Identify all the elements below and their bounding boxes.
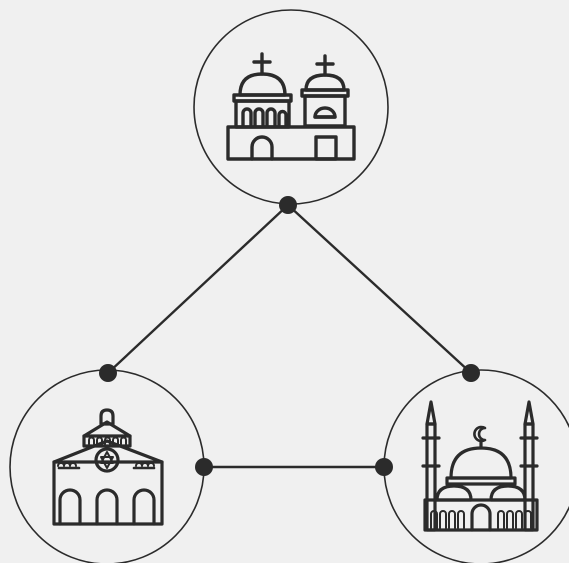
connector-dot xyxy=(99,364,117,382)
connector-dot xyxy=(462,364,480,382)
edge-church-mosque xyxy=(287,204,472,374)
church-icon xyxy=(226,52,356,161)
node-circles xyxy=(9,9,569,563)
church-node xyxy=(193,9,389,205)
mosque-icon xyxy=(421,400,539,532)
connector-dot xyxy=(279,196,297,214)
edge-church-synagogue xyxy=(107,204,289,374)
connector-dots xyxy=(99,196,480,476)
edges xyxy=(107,204,472,469)
connector-dot xyxy=(195,458,213,476)
mosque-node xyxy=(383,369,569,563)
synagogue-icon xyxy=(52,408,164,526)
connector-dot xyxy=(375,458,393,476)
